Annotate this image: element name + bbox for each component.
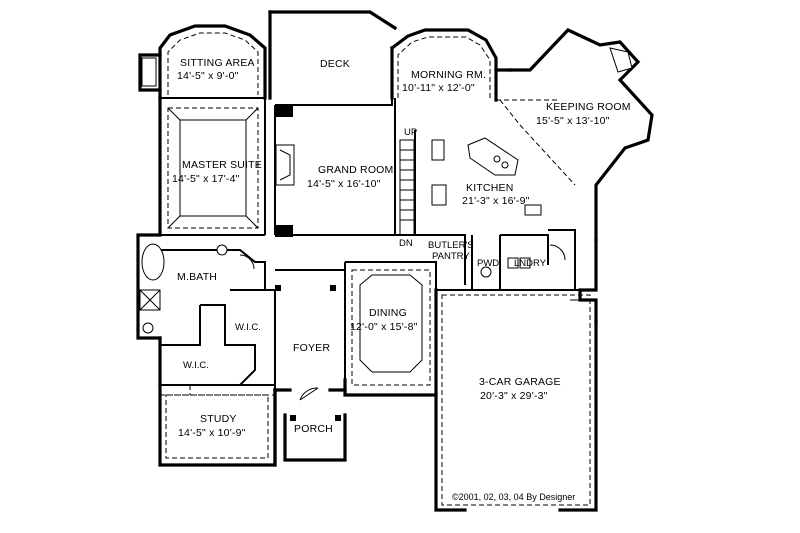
master-suite-label: MASTER SUITE: [182, 159, 262, 171]
master-bath-label: M.BATH: [177, 271, 217, 283]
dining-label: DINING: [369, 307, 407, 319]
stair-up-label: UP: [404, 127, 417, 138]
grand-room-label: GRAND ROOM: [318, 164, 394, 176]
room-labels: SITTING AREA 14'-5" x 9'-0" DECK MORNING…: [172, 57, 631, 502]
stairs: [399, 139, 415, 236]
deck-label: DECK: [320, 58, 350, 70]
grand-room-dims: 14'-5" x 16'-10": [307, 178, 381, 190]
bath-fixtures: [139, 243, 531, 334]
fireplace-grand-room: [275, 144, 295, 186]
kitchen-island: [431, 137, 542, 216]
sitting-area-label: SITTING AREA: [180, 57, 255, 69]
fireplace-keeping-room: [609, 47, 633, 73]
interior-walls: [160, 97, 596, 396]
fireplace-sitting-area: [141, 57, 157, 87]
wic-2-label: W.I.C.: [183, 360, 209, 371]
morning-room-label: MORNING RM.: [411, 69, 486, 81]
columns: [275, 105, 341, 421]
morning-room-outline: [397, 36, 491, 98]
study-outline: [165, 394, 269, 459]
powder-label: PWD: [477, 258, 499, 269]
dining-tray: [351, 269, 431, 386]
copyright-text: ©2001, 02, 03, 04 By Designer: [452, 492, 575, 502]
foyer-label: FOYER: [293, 342, 330, 354]
door-swings: [239, 244, 580, 401]
study-dims: 14'-5" x 10'-9": [178, 427, 246, 439]
butlers-pantry-label-2: PANTRY: [432, 251, 470, 262]
laundry-label: LNDRY: [514, 258, 547, 269]
master-suite-dims: 14'-5" x 17'-4": [172, 173, 240, 185]
keeping-room-dims: 15'-5" x 13'-10": [536, 115, 610, 127]
porch-label: PORCH: [294, 423, 333, 435]
morning-room-dims: 10'-11" x 12'-0": [402, 82, 475, 94]
keeping-room-label: KEEPING ROOM: [546, 101, 631, 113]
kitchen-dims: 21'-3" x 16'-9": [462, 195, 530, 207]
kitchen-label: KITCHEN: [466, 182, 514, 194]
dining-dims: 12'-0" x 15'-8": [350, 321, 418, 333]
stair-down-label: DN: [399, 238, 413, 249]
garage-outline: [441, 294, 591, 506]
wic-1-label: W.I.C.: [235, 322, 261, 333]
study-label: STUDY: [200, 413, 237, 425]
garage-label: 3-CAR GARAGE: [479, 376, 561, 388]
garage-dims: 20'-3" x 29'-3": [480, 390, 548, 402]
butlers-pantry-label-1: BUTLER'S: [428, 240, 474, 251]
sitting-area-dims: 14'-5" x 9'-0": [177, 70, 239, 82]
